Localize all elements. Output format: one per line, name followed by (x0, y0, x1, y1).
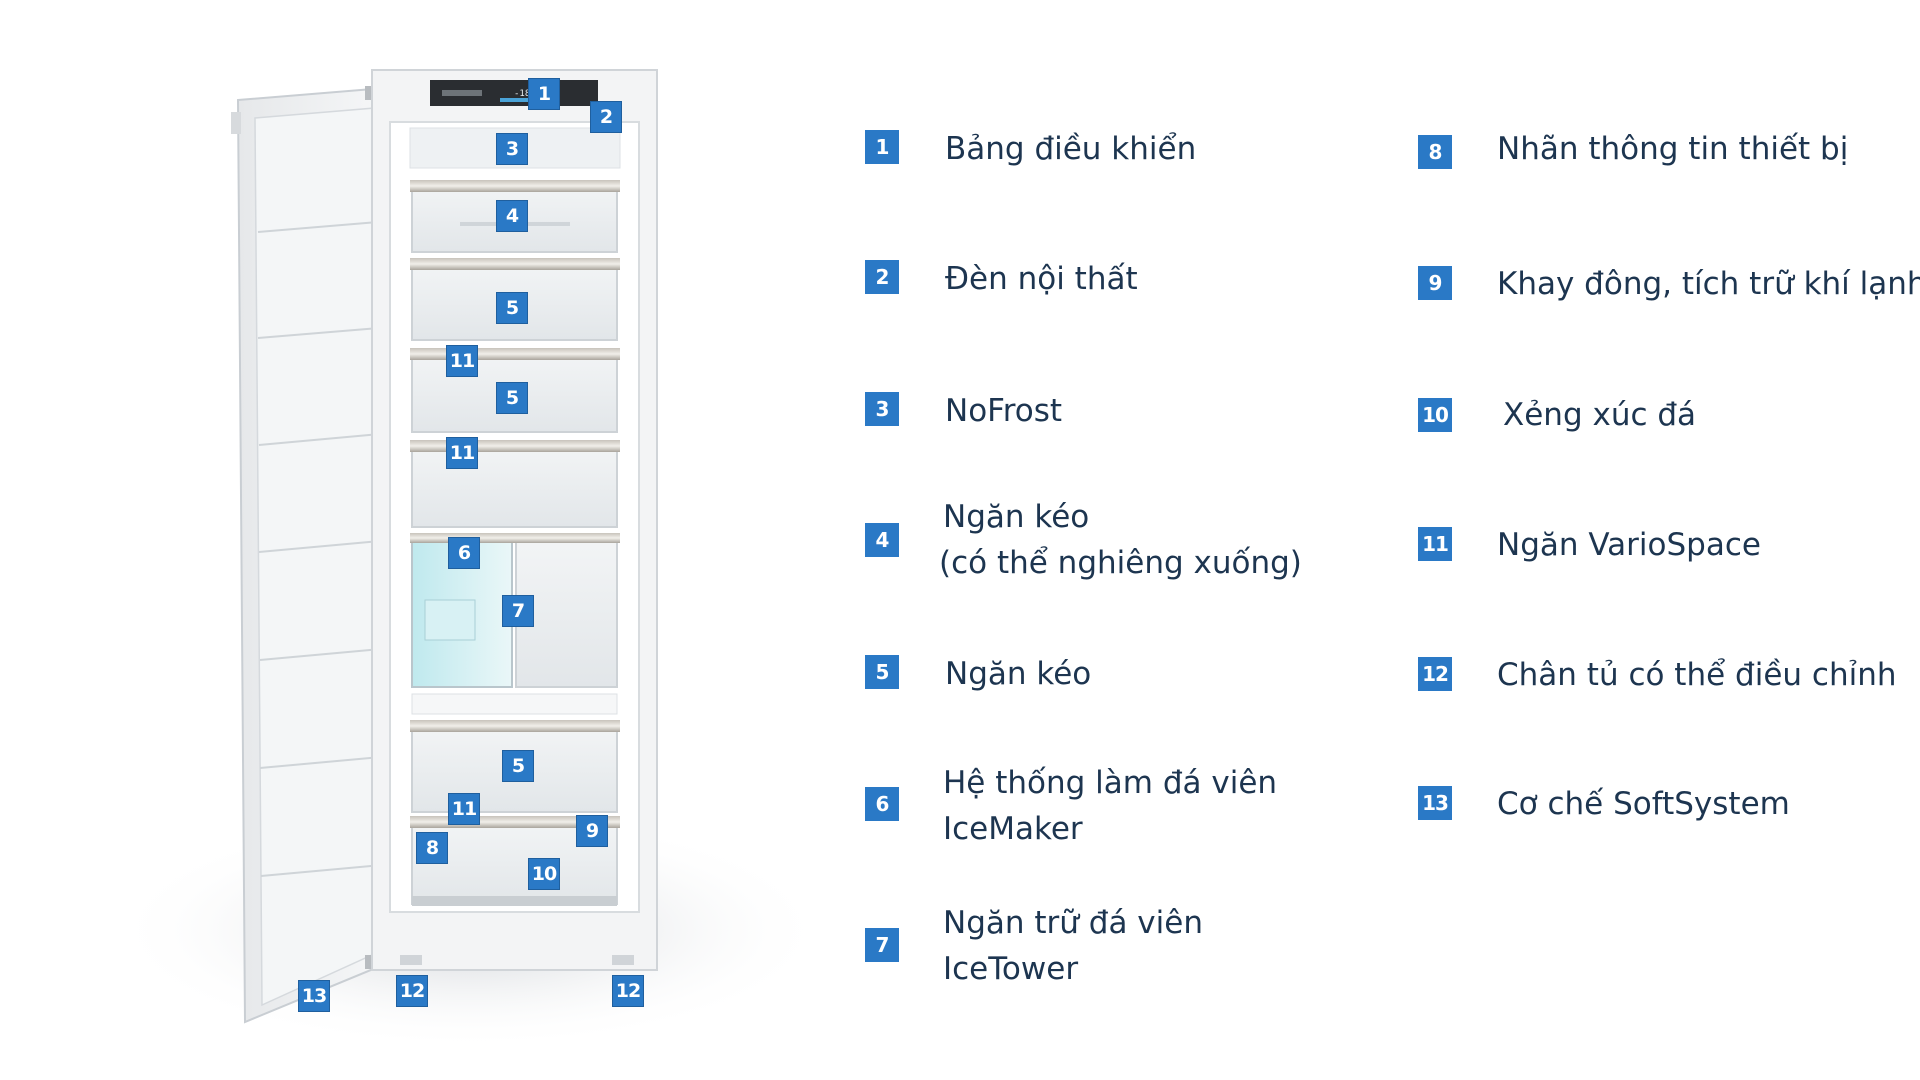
callout-badge: 8 (416, 832, 448, 864)
legend-label: (có thể nghiêng xuống) (939, 545, 1302, 581)
legend-badge: 7 (865, 928, 899, 962)
drawers (410, 180, 620, 906)
legend-badge: 9 (1418, 266, 1452, 300)
legend-label: Khay đông, tích trữ khí lạnh (1497, 266, 1920, 302)
callout-badge: 11 (446, 437, 478, 469)
legend-badge: 12 (1418, 657, 1452, 691)
legend-label: Hệ thống làm đá viên (943, 765, 1278, 801)
legend-label: Ngăn trữ đá viên (943, 905, 1203, 941)
legend-badge: 6 (865, 787, 899, 821)
legend-label: IceMaker (943, 811, 1083, 847)
callout-badge: 2 (590, 101, 622, 133)
legend-label: Bảng điều khiển (945, 131, 1197, 167)
legend-label: Ngăn kéo (943, 499, 1090, 535)
callout-badge: 12 (612, 975, 644, 1007)
door (231, 86, 397, 1024)
callout-badge: 1 (528, 78, 560, 110)
callout-badge: 10 (528, 858, 560, 890)
legend-badge: 3 (865, 392, 899, 426)
legend-badge: 2 (865, 260, 899, 294)
callout-badge: 6 (448, 537, 480, 569)
legend-badge: 13 (1418, 786, 1452, 820)
callout-badge: 13 (298, 980, 330, 1012)
callout-badge: 9 (576, 815, 608, 847)
legend-badge: 11 (1418, 527, 1452, 561)
legend-label: Cơ chế SoftSystem (1497, 786, 1790, 822)
temperature-display: -18 (514, 89, 530, 99)
legend-label: Chân tủ có thể điều chỉnh (1497, 657, 1897, 693)
callout-badge: 3 (496, 133, 528, 165)
callout-badge: 7 (502, 595, 534, 627)
callout-badge: 11 (446, 345, 478, 377)
callout-badge: 5 (496, 382, 528, 414)
foot-left (400, 955, 422, 965)
legend-badge: 8 (1418, 135, 1452, 169)
legend-label: Đèn nội thất (945, 261, 1138, 297)
legend-label: Xẻng xúc đá (1503, 397, 1697, 433)
legend-badge: 1 (865, 130, 899, 164)
legend-label: Ngăn kéo (945, 656, 1092, 692)
legend-label: Ngăn VarioSpace (1497, 527, 1761, 563)
legend-label: Nhãn thông tin thiết bị (1497, 131, 1849, 167)
callout-badge: 5 (496, 292, 528, 324)
callout-badge: 4 (496, 200, 528, 232)
legend-badge: 5 (865, 655, 899, 689)
callout-badge: 12 (396, 975, 428, 1007)
callout-badge: 5 (502, 750, 534, 782)
legend-label: IceTower (943, 951, 1079, 987)
legend-badge: 4 (865, 523, 899, 557)
callout-badge: 11 (448, 793, 480, 825)
legend-badge: 10 (1418, 398, 1452, 432)
foot-right (612, 955, 634, 965)
legend-label: NoFrost (945, 393, 1063, 429)
